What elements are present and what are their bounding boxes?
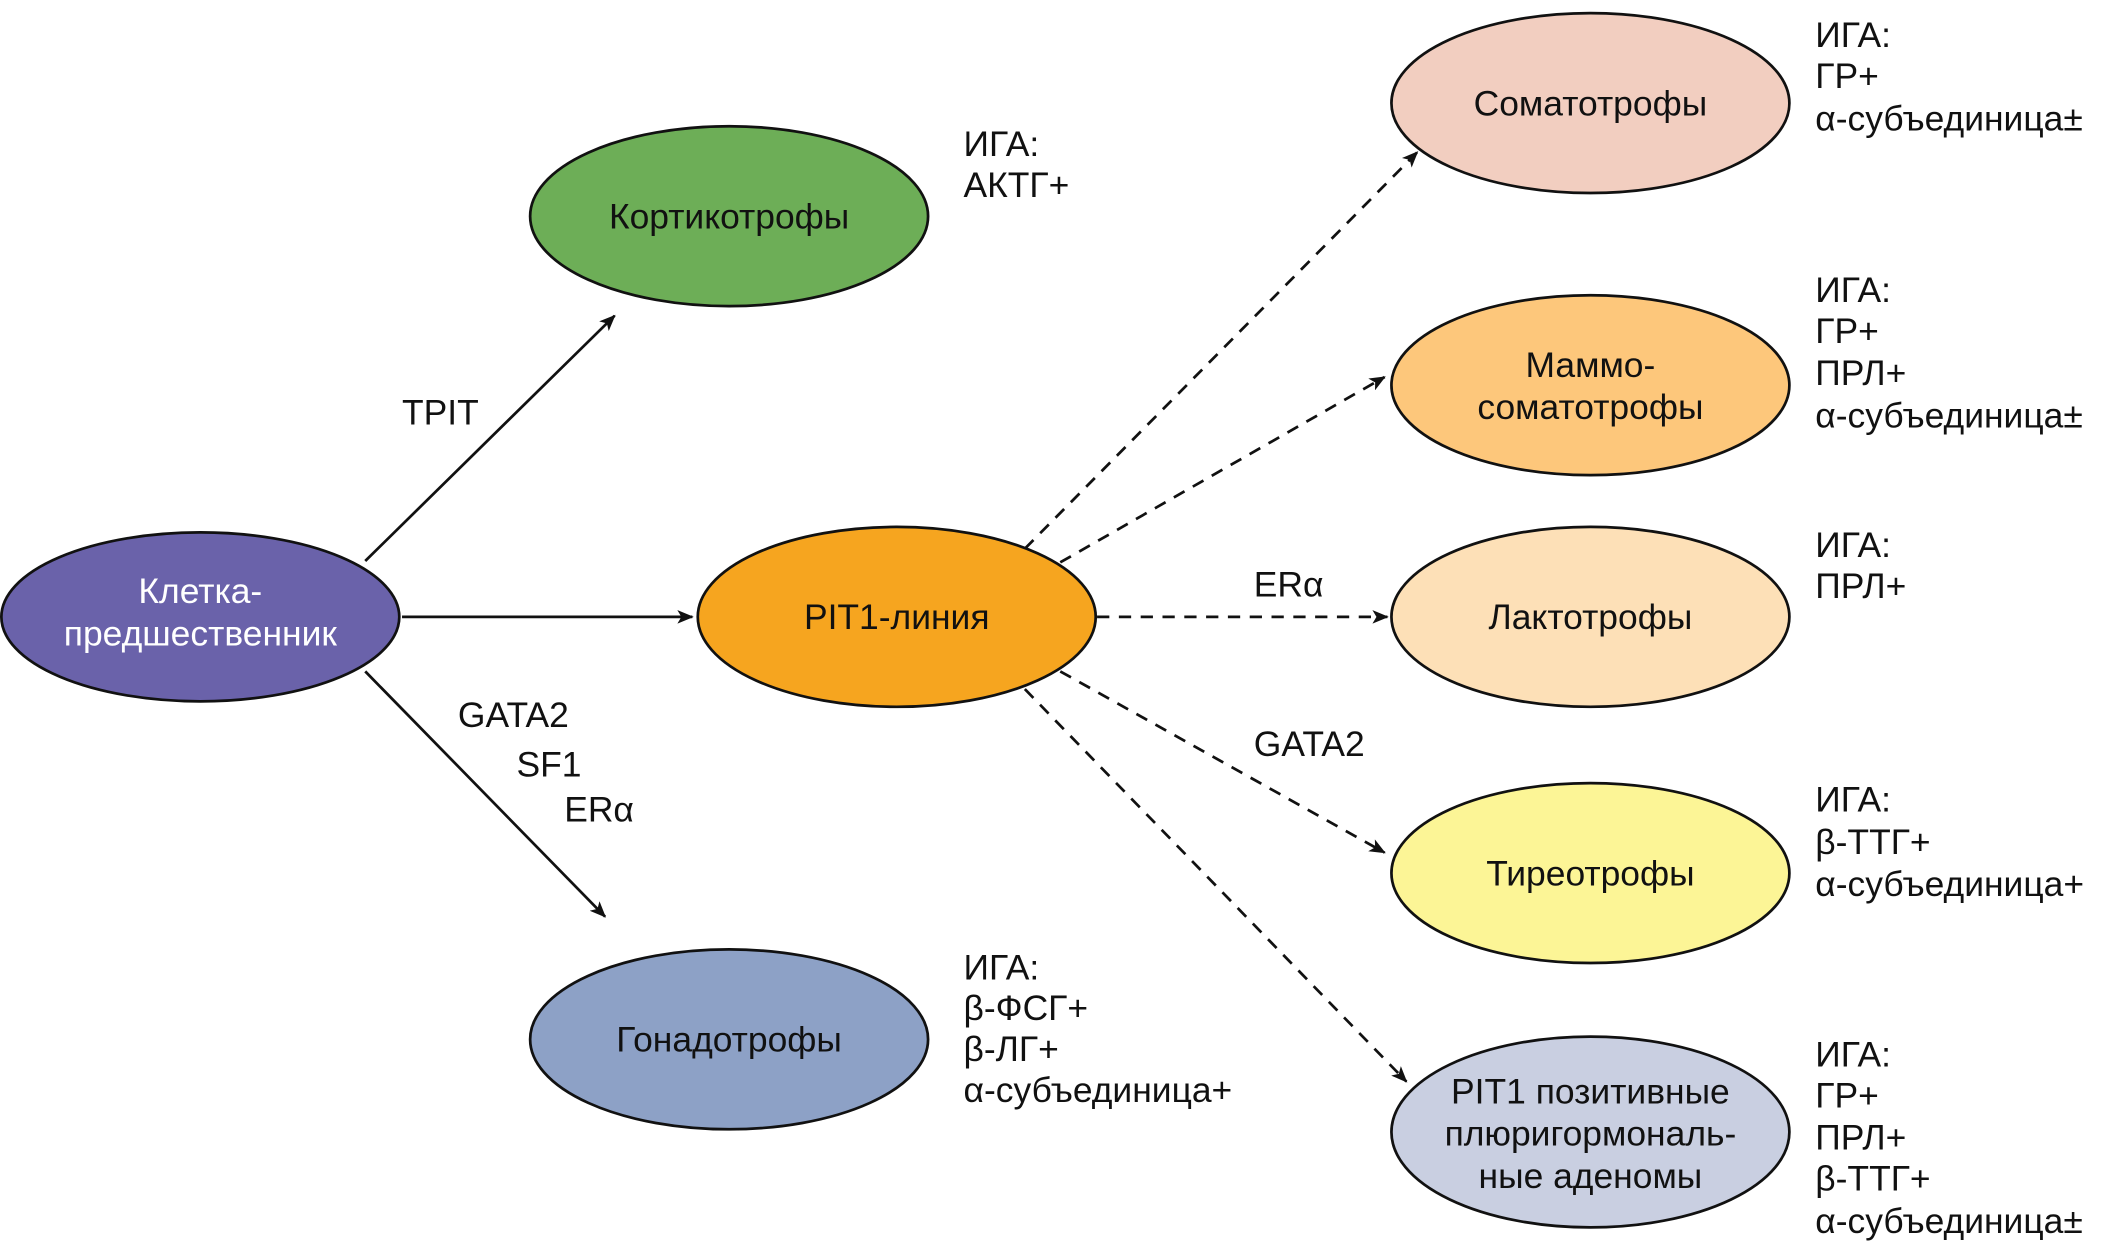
annotation-line: ИГА: — [1815, 780, 1891, 820]
edge-label-era-lactotrophs: ERα — [1254, 564, 1324, 604]
edge-to-corticotrophs — [364, 314, 616, 562]
annotation-line: ИГА: — [1815, 525, 1891, 565]
node-somatotrophs: Соматотрофы — [1390, 11, 1791, 195]
node-pit1-lineage: PIT1-линия — [696, 525, 1098, 709]
lactotrophs-ellipse — [1390, 525, 1791, 709]
somatotrophs-label: Соматотрофы — [1474, 83, 1708, 123]
annotation-line: ПРЛ+ — [1815, 1118, 1906, 1158]
node-lactotrophs: Лактотрофы — [1390, 525, 1791, 709]
pit1-ellipse — [696, 525, 1098, 709]
edge-to-plurihormonal — [1023, 688, 1408, 1083]
edge-to-gonadotrophs — [364, 670, 607, 918]
annotation-line: ИГА: — [1815, 270, 1891, 310]
annotation-thyrotrophs: ИГА: β-ТТГ+ α-субъединица+ — [1815, 780, 2084, 904]
node-plurihormonal: PIT1 позитивные плюригормональ- ные аден… — [1390, 1035, 1791, 1229]
somatotrophs-ellipse — [1390, 11, 1791, 195]
plurihormonal-ellipse — [1390, 1035, 1791, 1229]
annotation-line: β-ТТГ+ — [1815, 822, 1930, 862]
thyrotrophs-label: Тиреотрофы — [1486, 853, 1694, 893]
node-gonadotrophs: Гонадотрофы — [528, 948, 930, 1131]
node-mammosomatotrophs: Маммо- соматотрофы — [1390, 293, 1791, 477]
progenitor-label-2: предшественник — [64, 613, 338, 653]
annotation-line: ГР+ — [1815, 56, 1878, 96]
plurihormonal-label-3: ные аденомы — [1479, 1156, 1703, 1196]
annotation-line: β-ТТГ+ — [1815, 1159, 1930, 1199]
annotation-somatotrophs: ИГА: ГР+ α-субъединица± — [1815, 15, 2082, 138]
progenitor-label-1: Клетка- — [138, 571, 262, 611]
annotation-line: α-субъединица+ — [1815, 864, 2084, 904]
annotation-line: ИГА: — [1815, 15, 1891, 55]
edge-to-mammosomatotrophs — [1059, 375, 1386, 564]
edge-to-somatotrophs — [1023, 151, 1419, 550]
edge-label-gata2-thyrotrophs: GATA2 — [1254, 724, 1365, 764]
gonadotrophs-label: Гонадотрофы — [616, 1020, 842, 1060]
annotation-line: АКТГ+ — [964, 165, 1070, 205]
annotation-line: α-субъединица± — [1815, 395, 2082, 435]
mammosomatotrophs-label-1: Маммо- — [1526, 345, 1656, 385]
annotation-line: α-субъединица+ — [964, 1070, 1233, 1110]
gonadotrophs-ellipse — [528, 948, 930, 1131]
annotation-line: α-субъединица± — [1815, 98, 2082, 138]
mammosomatotrophs-ellipse — [1390, 293, 1791, 477]
annotation-line: ИГА: — [964, 124, 1040, 164]
plurihormonal-label-1: PIT1 позитивные — [1451, 1071, 1730, 1111]
edge-to-thyrotrophs — [1059, 670, 1386, 854]
annotation-line: ГР+ — [1815, 311, 1878, 351]
annotation-line: β-ЛГ+ — [964, 1029, 1059, 1069]
annotation-line: β-ФСГ+ — [964, 988, 1089, 1028]
annotation-plurihormonal: ИГА: ГР+ ПРЛ+ β-ТТГ+ α-субъединица± — [1815, 1035, 2082, 1241]
lactotrophs-label: Лактотрофы — [1488, 597, 1692, 637]
annotation-mammosomatotrophs: ИГА: ГР+ ПРЛ+ α-субъединица± — [1815, 270, 2082, 435]
annotation-line: ГР+ — [1815, 1075, 1878, 1115]
annotation-lactotrophs: ИГА: ПРЛ+ — [1815, 525, 1906, 606]
node-corticotrophs: Кортикотрофы — [528, 124, 930, 308]
annotation-line: α-субъединица± — [1815, 1201, 2082, 1241]
edge-label-sf1: SF1 — [517, 744, 582, 784]
annotation-line: ИГА: — [1815, 1035, 1891, 1075]
annotation-gonadotrophs: ИГА: β-ФСГ+ β-ЛГ+ α-субъединица+ — [964, 947, 1233, 1110]
edge-label-tpit: TPIT — [402, 393, 479, 433]
node-thyrotrophs: Тиреотрофы — [1390, 781, 1791, 965]
edge-label-gata2: GATA2 — [458, 695, 569, 735]
annotation-line: ИГА: — [964, 947, 1040, 987]
mammosomatotrophs-label-2: соматотрофы — [1477, 387, 1703, 427]
pit1-label: PIT1-линия — [804, 597, 990, 637]
plurihormonal-label-2: плюригормональ- — [1445, 1114, 1737, 1154]
annotation-corticotrophs: ИГА: АКТГ+ — [964, 124, 1070, 205]
edge-label-era: ERα — [564, 789, 634, 829]
corticotrophs-ellipse — [528, 124, 930, 308]
progenitor-ellipse — [0, 531, 401, 703]
thyrotrophs-ellipse — [1390, 781, 1791, 965]
annotation-line: ПРЛ+ — [1815, 353, 1906, 393]
corticotrophs-label: Кортикотрофы — [609, 196, 849, 236]
node-progenitor: Клетка- предшественник — [0, 531, 401, 703]
annotation-line: ПРЛ+ — [1815, 566, 1906, 606]
